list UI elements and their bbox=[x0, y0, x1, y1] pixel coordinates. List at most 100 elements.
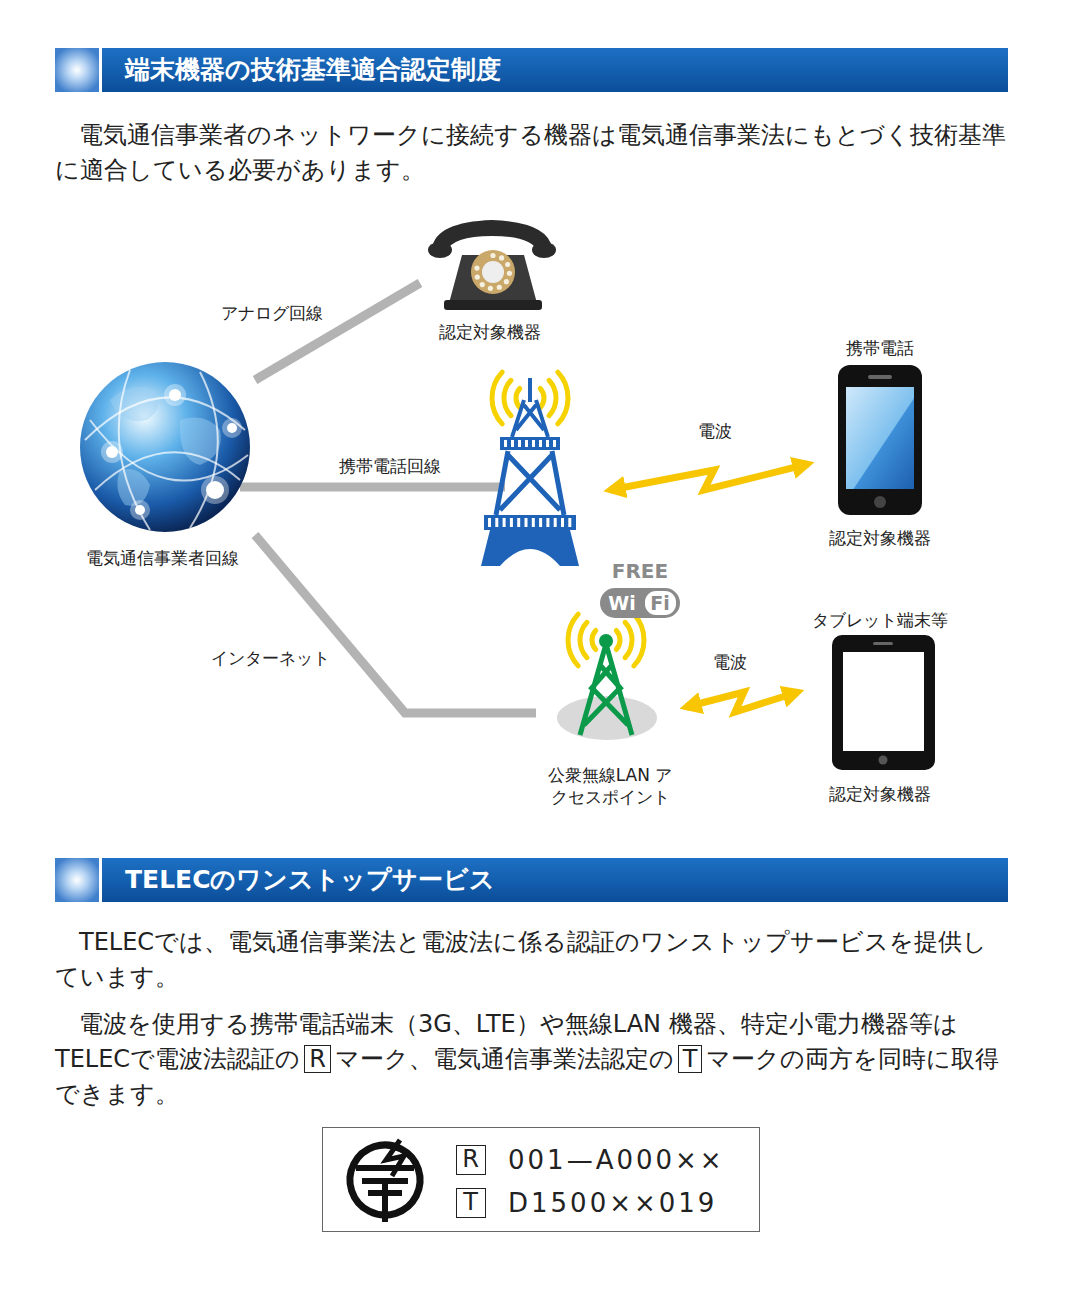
node-text: 認定対象機器 bbox=[829, 527, 931, 549]
mobile-tower-icon bbox=[532, 518, 535, 527]
globe-icon bbox=[169, 389, 181, 401]
rotary-phone-icon bbox=[475, 274, 480, 279]
rotary-phone-icon bbox=[428, 220, 556, 310]
header-icon bbox=[55, 858, 102, 902]
mark-box: 001—A000×× D1500××019 RT bbox=[322, 1127, 760, 1232]
wifi-access-point-icon bbox=[557, 588, 680, 740]
node-text: T bbox=[463, 1189, 478, 1216]
globe-icon bbox=[201, 476, 229, 504]
signal-arc bbox=[592, 630, 596, 649]
boxed-letter: T bbox=[678, 1045, 703, 1073]
mobile-tower-icon bbox=[500, 437, 560, 450]
node-text: FREE bbox=[612, 560, 668, 582]
node-text: 携帯電話 bbox=[846, 337, 914, 359]
node-text: 認定対象機器 bbox=[439, 321, 541, 343]
mobile-tower-icon bbox=[532, 440, 535, 447]
giteki-mark-logo bbox=[386, 1140, 404, 1176]
rotary-phone-icon bbox=[448, 255, 538, 307]
node-text: 認定対象機器 bbox=[829, 783, 931, 805]
device-group: 携帯電話認定対象機器 bbox=[815, 335, 955, 555]
tablet-icon bbox=[843, 652, 924, 751]
rotary-phone-icon bbox=[505, 262, 510, 267]
globe-icon bbox=[119, 370, 150, 530]
node-text: Wi bbox=[608, 592, 635, 614]
wifi-access-point-icon bbox=[600, 588, 680, 618]
rotary-phone-icon bbox=[499, 255, 504, 260]
tablet-icon bbox=[873, 642, 893, 645]
globe-icon bbox=[190, 372, 218, 528]
mobile-line bbox=[240, 483, 505, 492]
wifi-access-point-icon bbox=[599, 634, 613, 648]
node-text: Fi bbox=[650, 592, 670, 614]
mark-letter-box: R bbox=[456, 1145, 486, 1175]
mobile-tower-icon bbox=[554, 518, 557, 527]
boxed-letter: R bbox=[304, 1045, 331, 1073]
rotary-phone-icon bbox=[488, 286, 493, 291]
mobile-tower-icon bbox=[539, 440, 542, 447]
section-header: TELECのワンストップサービス bbox=[55, 858, 1008, 902]
node-text: R bbox=[462, 1146, 479, 1173]
network-line bbox=[255, 283, 420, 380]
network-group: 電気通信事業者回線 bbox=[70, 355, 255, 575]
mobile-tower-icon bbox=[546, 518, 549, 527]
signal-arc bbox=[516, 388, 520, 407]
smartphone-icon bbox=[838, 365, 922, 515]
wifi-access-point-icon bbox=[645, 591, 676, 615]
mobile-tower-icon bbox=[481, 530, 579, 566]
globe-icon bbox=[85, 397, 245, 440]
signal-arc bbox=[558, 372, 568, 424]
signal-arc bbox=[504, 380, 511, 415]
signal-arc bbox=[492, 372, 502, 424]
signal-arc bbox=[625, 622, 632, 657]
radio-wave-arrow bbox=[610, 464, 808, 490]
rotary-phone-icon bbox=[532, 242, 556, 258]
mobile-tower-icon bbox=[525, 518, 528, 527]
signal-arc bbox=[616, 630, 620, 649]
smartphone-icon bbox=[846, 387, 914, 489]
rotary-phone-icon bbox=[507, 271, 512, 276]
globe-icon bbox=[106, 446, 118, 458]
header-icon bbox=[55, 48, 102, 92]
mobile-tower-icon bbox=[539, 518, 542, 527]
line-label: 電波 bbox=[698, 420, 732, 442]
signal-arc bbox=[549, 380, 556, 415]
globe-icon bbox=[101, 441, 123, 463]
rotary-phone-icon bbox=[444, 300, 542, 310]
mobile-tower-icon bbox=[504, 440, 507, 447]
section-header: 端末機器の技術基準適合認定制度 bbox=[55, 48, 1008, 92]
mobile-tower-icon bbox=[495, 518, 498, 527]
tablet-icon bbox=[879, 756, 888, 765]
globe-icon bbox=[135, 505, 145, 515]
node-text: D1500××019 bbox=[508, 1186, 717, 1220]
node-text: 端末機器の技術基準適合認定制度 bbox=[125, 48, 501, 92]
network-line bbox=[255, 535, 536, 713]
signal-arc bbox=[540, 388, 544, 407]
mobile-tower-icon bbox=[510, 518, 513, 527]
mobile-tower-icon bbox=[525, 440, 528, 447]
wifi-access-point-icon bbox=[580, 644, 632, 735]
line-label: 携帯電話回線 bbox=[339, 455, 441, 477]
mobile-tower-icon bbox=[546, 440, 549, 447]
mobile-tower-icon bbox=[511, 440, 514, 447]
smartphone-icon bbox=[838, 365, 922, 515]
paragraph: TELECでは、電気通信事業法と電波法に係る認証のワンストップサービスを提供して… bbox=[55, 925, 1010, 995]
giteki-mark-logo bbox=[350, 1140, 420, 1222]
rotary-phone-icon bbox=[497, 285, 502, 290]
mobile-tower-icon bbox=[481, 372, 579, 566]
mobile-tower-icon bbox=[512, 400, 548, 437]
mobile-tower-icon bbox=[484, 515, 576, 530]
node-text: 電気通信事業者回線 bbox=[86, 547, 239, 569]
rotary-phone-icon bbox=[504, 279, 509, 284]
globe-icon bbox=[80, 362, 250, 532]
mobile-tower-icon bbox=[553, 440, 556, 447]
globe-icon bbox=[222, 418, 242, 438]
giteki-mark-logo bbox=[356, 1168, 414, 1222]
device-group: タブレット端末等認定対象機器 bbox=[800, 605, 960, 805]
node-text: 001—A000×× bbox=[508, 1143, 725, 1177]
mobile-tower-icon bbox=[517, 518, 520, 527]
rotary-phone-icon bbox=[474, 266, 479, 271]
device-group: 認定対象機器 bbox=[420, 210, 560, 345]
paragraph: 電気通信事業者のネットワークに接続する機器は電気通信事業法にもとづく技術基準に適… bbox=[55, 118, 1010, 188]
